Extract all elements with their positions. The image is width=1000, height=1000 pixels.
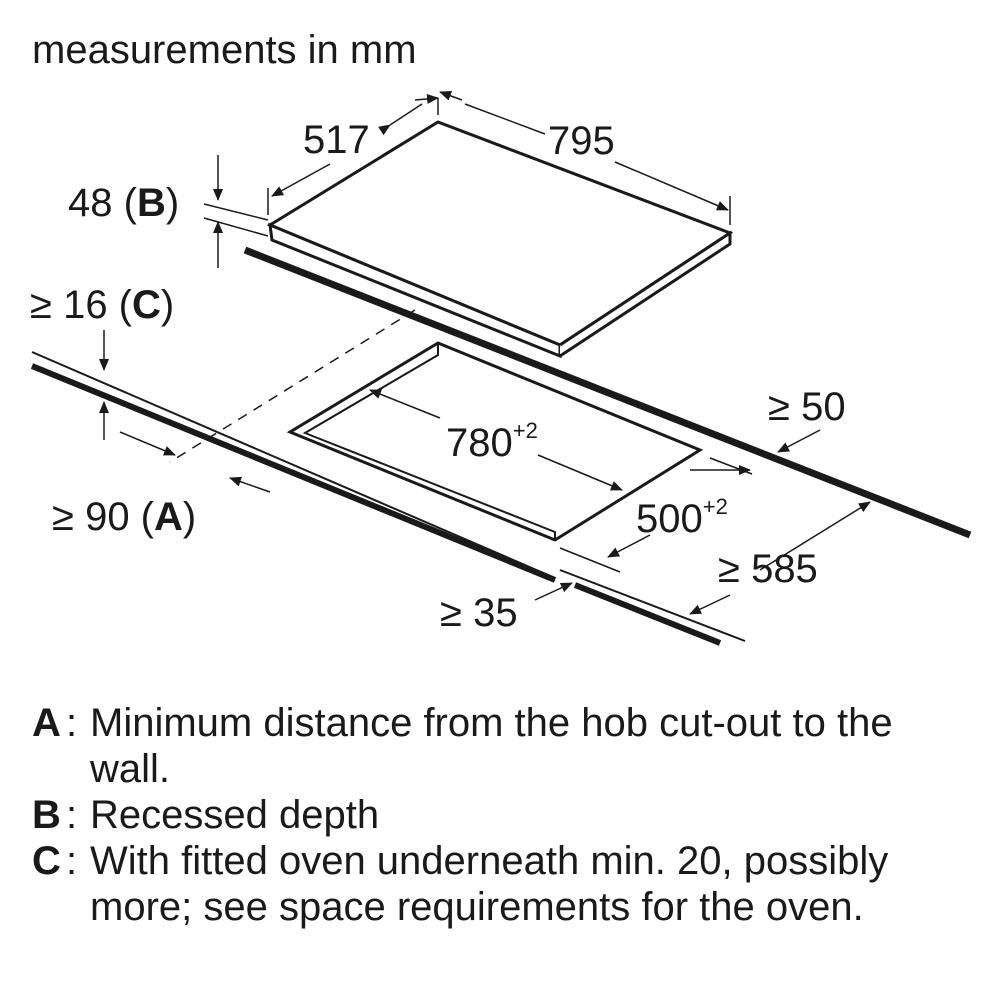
legend-item-a: A : Minimum distance from the hob cut-ou… bbox=[32, 700, 972, 792]
label-front-clearance: ≥ 35 bbox=[440, 591, 518, 635]
worktop-front-edge-right-2 bbox=[559, 569, 746, 642]
legend-key: A bbox=[32, 701, 61, 745]
worktop-front-edge-right-1 bbox=[573, 582, 722, 646]
legend-text: Minimum distance from the hob cut-out to… bbox=[90, 701, 893, 791]
dim-front-clearance bbox=[534, 582, 573, 601]
legend-text: With fitted oven underneath min. 20, pos… bbox=[90, 839, 889, 929]
label-worktop-depth: ≥ 585 bbox=[718, 547, 818, 591]
legend-colon: : bbox=[66, 839, 78, 883]
dim-wall-distance bbox=[119, 431, 271, 493]
legend: A : Minimum distance from the hob cut-ou… bbox=[32, 700, 972, 930]
legend-key: B bbox=[32, 793, 61, 837]
diagram-title: measurements in mm bbox=[32, 28, 417, 72]
hob-appliance bbox=[266, 120, 734, 359]
hob-front-edge bbox=[559, 230, 732, 358]
dim-recess-depth bbox=[203, 155, 269, 268]
worktop-front-edge-lower bbox=[30, 363, 557, 583]
dim-rear-clearance bbox=[777, 429, 821, 453]
installation-diagram: 517 795 48 (B) ≥ 16 (C) 780+2 500+2 ≥ 50 bbox=[30, 91, 972, 646]
label-recess-depth: 48 (B) bbox=[68, 181, 179, 225]
legend-item-b: B : Recessed depth bbox=[32, 792, 972, 838]
label-rear-clearance: ≥ 50 bbox=[768, 385, 846, 429]
dim-worktop-depth bbox=[689, 501, 871, 615]
projection-line bbox=[169, 309, 416, 463]
legend-colon: : bbox=[66, 793, 78, 837]
cutout-opening bbox=[286, 341, 704, 542]
legend-item-c: C : With fitted oven underneath min. 20,… bbox=[32, 838, 972, 930]
label-wall-distance: ≥ 90 (A) bbox=[52, 495, 196, 539]
dim-hob-depth bbox=[267, 93, 439, 215]
label-cutout-depth: 500+2 bbox=[636, 494, 728, 541]
label-hob-width: 795 bbox=[548, 119, 615, 163]
dim-cutout-width bbox=[369, 389, 623, 491]
label-hob-depth: 517 bbox=[303, 118, 370, 162]
legend-key: C bbox=[32, 839, 61, 883]
legend-colon: : bbox=[66, 701, 78, 745]
worktop-front-edge-upper bbox=[31, 351, 556, 579]
worktop-rear-edge bbox=[243, 246, 972, 539]
label-oven-gap: ≥ 16 (C) bbox=[30, 283, 174, 327]
dim-hob-width bbox=[439, 91, 731, 225]
dim-cutout-depth bbox=[559, 457, 753, 573]
legend-text: Recessed depth bbox=[90, 793, 380, 837]
label-cutout-width: 780+2 bbox=[446, 418, 538, 465]
